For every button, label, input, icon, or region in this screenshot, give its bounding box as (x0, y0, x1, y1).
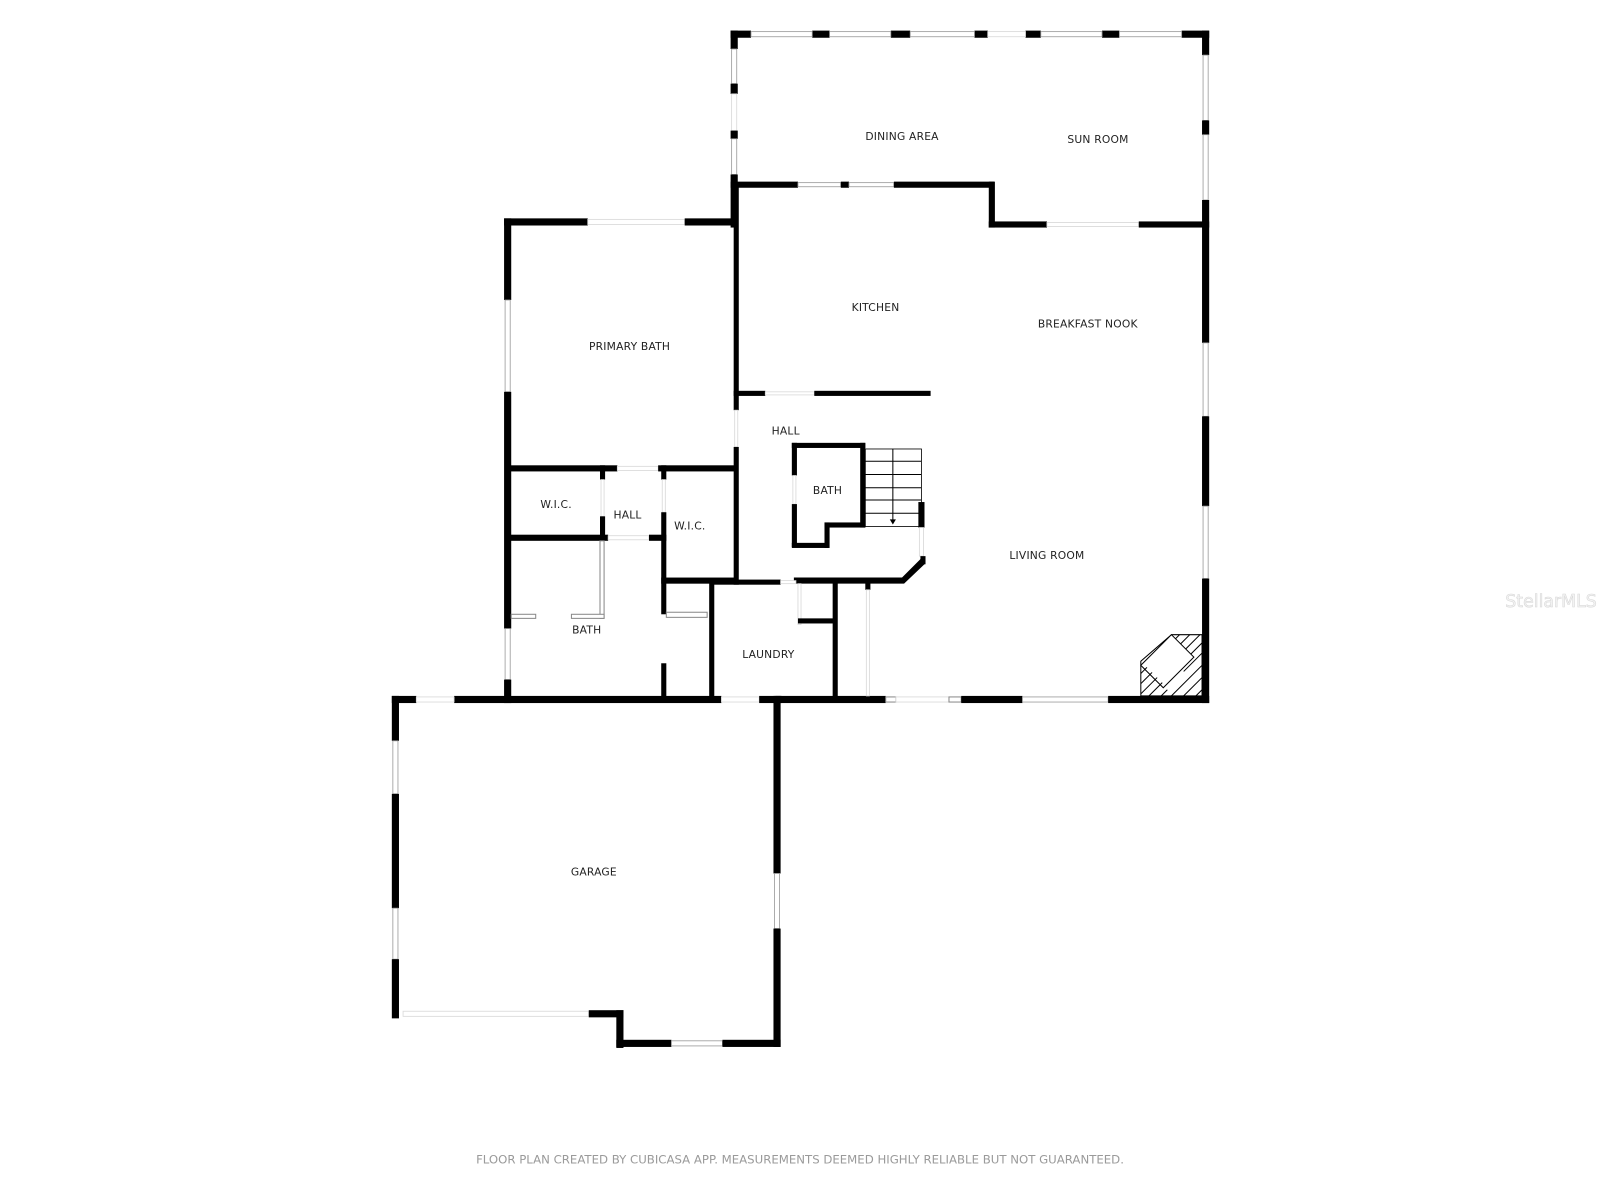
living-block-walls (775, 342, 1210, 704)
room-label-bath: BATH (813, 484, 842, 497)
watermark: StellarMLS (1505, 592, 1596, 612)
room-label-breakfast-nook: BREAKFAST NOOK (1038, 318, 1139, 331)
room-label-hall: HALL (772, 425, 800, 438)
room-label-dining-area: DINING AREA (865, 130, 939, 143)
fireplace-icon (1140, 633, 1203, 697)
room-label-primary-bath: PRIMARY BATH (589, 340, 670, 353)
sunroom-block-walls (730, 30, 1210, 343)
room-label-wic: W.I.C. (540, 498, 571, 511)
room-label-sun-room: SUN ROOM (1067, 133, 1128, 146)
primary-suite-walls (504, 218, 738, 704)
room-label-kitchen: KITCHEN (852, 301, 900, 314)
stairs-icon (864, 448, 925, 557)
room-label-wic: W.I.C. (674, 520, 705, 533)
footer-disclaimer: FLOOR PLAN CREATED BY CUBICASA APP. MEAS… (476, 1152, 1124, 1166)
room-label-hall: HALL (613, 508, 641, 521)
room-label-garage: GARAGE (571, 866, 617, 879)
kitchen-hall-walls (709, 183, 931, 703)
room-labels: DINING AREA SUN ROOM KITCHEN BREAKFAST N… (540, 130, 1138, 879)
room-label-laundry: LAUNDRY (742, 648, 795, 661)
room-label-bath: BATH (572, 624, 601, 637)
room-label-living-room: LIVING ROOM (1009, 549, 1084, 562)
garage-walls (391, 695, 781, 1048)
center-bottom-wall (454, 695, 782, 704)
